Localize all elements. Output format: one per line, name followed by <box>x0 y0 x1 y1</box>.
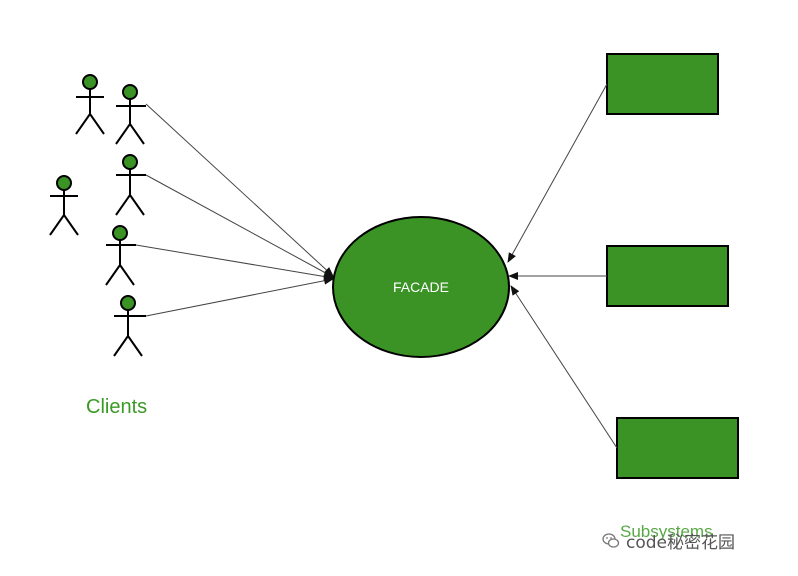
facade-label: FACADE <box>393 279 449 295</box>
client-arrow-3 <box>135 244 334 281</box>
subsystem-box-2 <box>606 245 729 307</box>
client-figure-4 <box>49 175 79 236</box>
subsystems-label: Subsystems <box>620 522 713 541</box>
subsystem-arrow-1 <box>507 83 608 263</box>
subsystem-box-3 <box>616 417 739 479</box>
subsystem-arrow-3 <box>510 285 618 449</box>
client-arrow-1 <box>145 103 334 277</box>
client-figure-2 <box>115 84 146 145</box>
client-arrow-4 <box>145 276 334 317</box>
client-figure-6 <box>113 295 146 357</box>
client-figure-5 <box>105 225 136 286</box>
watermark-text: code秘密花园 <box>626 533 735 553</box>
wechat-icon <box>602 532 620 548</box>
facade-node <box>332 216 510 358</box>
client-figure-3 <box>115 154 146 216</box>
client-arrow-2 <box>145 174 334 278</box>
clients-label: Clients <box>86 396 148 418</box>
watermark: code秘密花园 <box>602 528 735 553</box>
subsystem-box-1 <box>606 53 719 115</box>
client-figure-1 <box>75 74 105 135</box>
